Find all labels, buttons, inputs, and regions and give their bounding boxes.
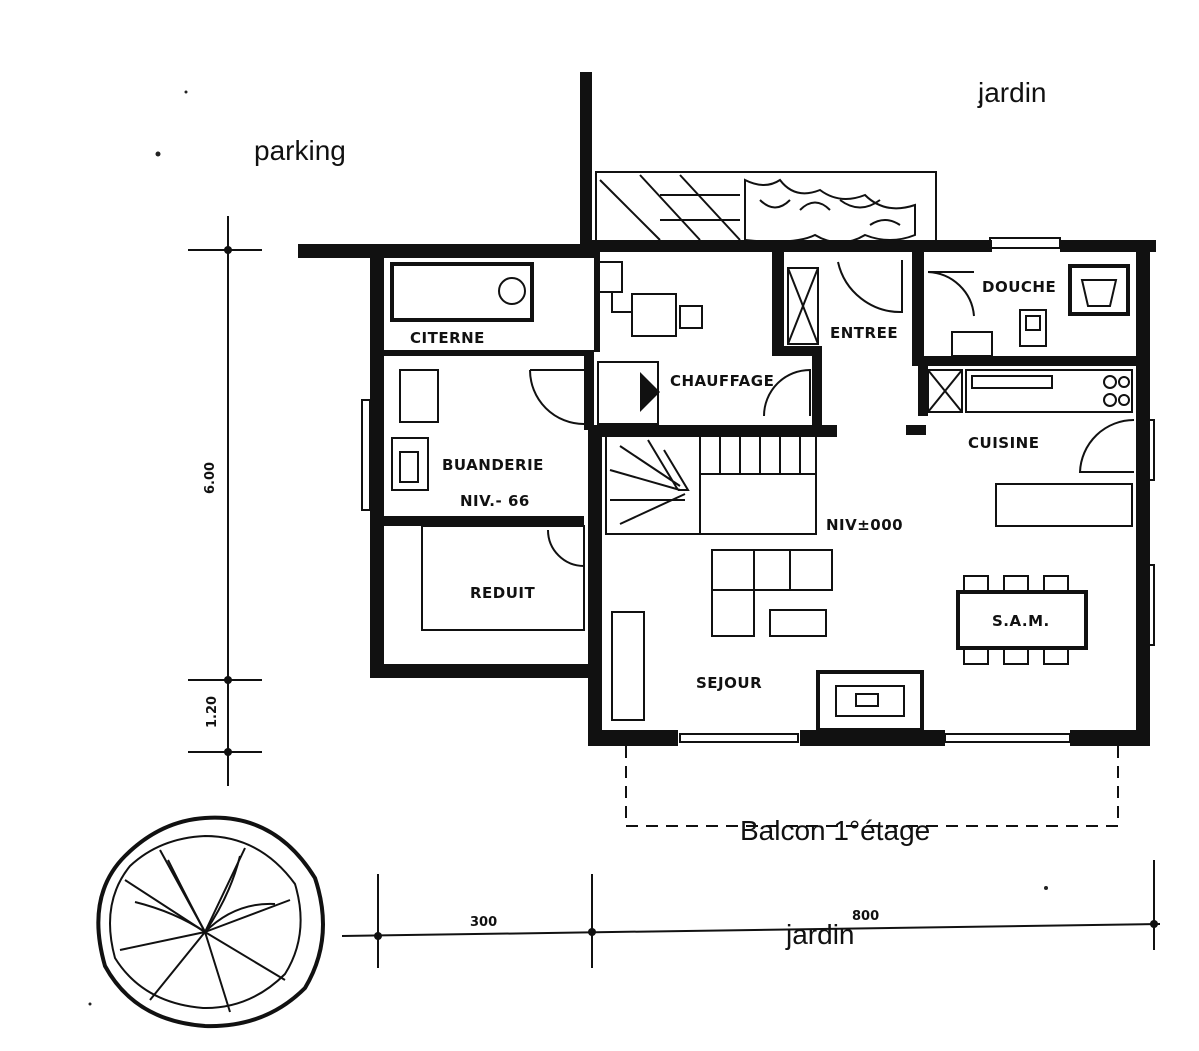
room-label-chauffage: CHAUFFAGE <box>670 372 774 390</box>
dim-label-bottom-right: 800 <box>852 909 879 924</box>
dim-label-left-small: 1.20 <box>205 696 220 728</box>
room-label-buanderie: BUANDERIE <box>442 456 544 474</box>
douche-fixtures <box>951 264 1130 357</box>
cupboards <box>787 267 963 413</box>
room-label-niv-66: NIV.- 66 <box>460 492 530 510</box>
staircase <box>605 435 817 535</box>
room-label-sam: S.A.M. <box>992 612 1050 630</box>
annotation-parking: parking <box>254 135 346 166</box>
tree-symbol <box>96 815 325 1029</box>
dimension-lines <box>188 216 1161 968</box>
annotation-jardin-top: jardin <box>977 77 1046 108</box>
garden-stones <box>595 171 937 245</box>
room-label-reduit: REDUIT <box>470 584 536 602</box>
room-label-cuisine: CUISINE <box>968 434 1039 452</box>
annotation-balcon: Balcon 1°étage <box>740 815 930 846</box>
main-walls <box>588 240 1156 746</box>
room-label-niv-000: NIV±000 <box>826 516 903 534</box>
room-label-citerne: CITERNE <box>410 329 485 347</box>
dim-label-bottom-left: 300 <box>470 915 497 930</box>
reduit-shelf <box>421 525 585 631</box>
windows <box>361 237 1155 743</box>
citerne-tank <box>390 262 534 322</box>
kitchen-counter <box>965 369 1133 527</box>
room-label-sejour: SEJOUR <box>696 674 762 692</box>
room-label-entree: ENTREE <box>830 324 898 342</box>
buanderie-machines <box>391 369 439 491</box>
annex-walls <box>298 244 598 678</box>
living-furniture <box>611 549 924 732</box>
dining-table <box>956 575 1088 665</box>
annotation-jardin-bottom: jardin <box>785 919 854 950</box>
chauffage-equipment <box>597 261 703 425</box>
dim-label-left-height: 6.00 <box>203 462 218 494</box>
balcony-outline <box>625 746 1119 827</box>
doors <box>529 260 1135 568</box>
specks <box>88 90 1048 1006</box>
room-label-douche: DOUCHE <box>982 278 1056 296</box>
